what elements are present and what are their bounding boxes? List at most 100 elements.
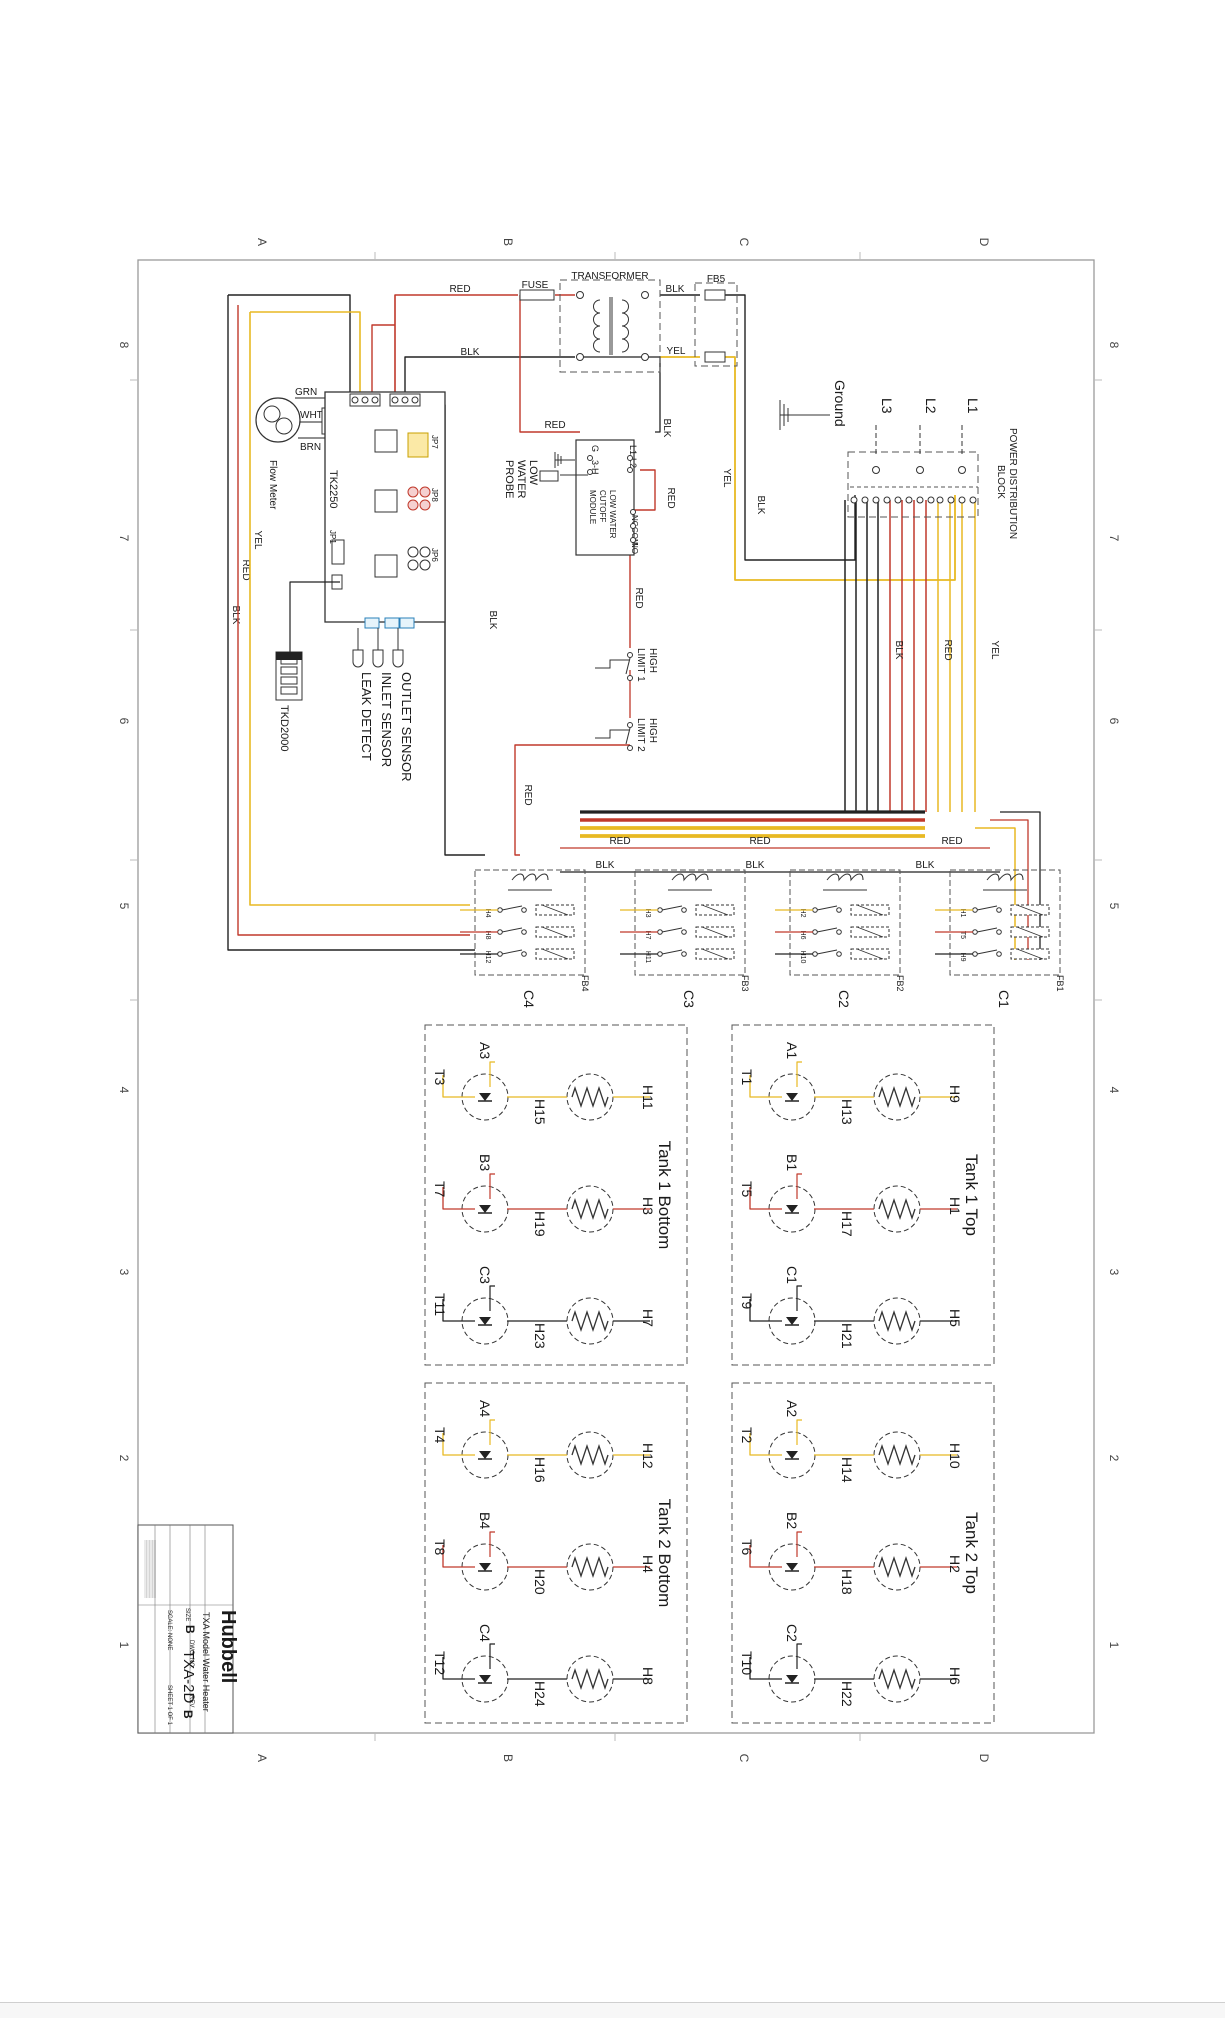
contactor-contact bbox=[501, 905, 523, 911]
wire-tank-gate bbox=[489, 1173, 495, 1199]
controller-terminal bbox=[361, 396, 369, 404]
lwco-terminal bbox=[627, 467, 633, 473]
heater-lead-label: H3 bbox=[640, 1197, 656, 1215]
contactor-terminal bbox=[657, 929, 663, 935]
high-limit-label: HIGH bbox=[647, 718, 658, 743]
wire-tank-in bbox=[442, 1545, 475, 1568]
power-block-terminal bbox=[883, 496, 891, 504]
transformer-terminal bbox=[641, 353, 649, 361]
sheet-label: SHEET 1 OF 1 bbox=[166, 1685, 172, 1726]
heater-element-icon bbox=[571, 1197, 609, 1221]
wire-blk-transformer bbox=[404, 356, 575, 395]
terminal-label: T3 bbox=[432, 1069, 448, 1086]
jumper-jp6-pin bbox=[407, 559, 419, 571]
contactor-terminal bbox=[972, 929, 978, 935]
tank-title: Tank 1 Top bbox=[962, 1154, 981, 1236]
contactor-terminal bbox=[996, 951, 1002, 957]
heater-lead-label: H5 bbox=[947, 1309, 963, 1327]
controller-label: TK2250 bbox=[327, 470, 339, 509]
transformer-coil bbox=[593, 312, 601, 327]
contactor-terminal bbox=[996, 907, 1002, 913]
lwco-terminal bbox=[587, 455, 593, 461]
wire-red-fuse-feed bbox=[394, 294, 518, 395]
heater-lead-label: H17 bbox=[839, 1211, 855, 1237]
lwco-terminal-label: L1 bbox=[628, 445, 638, 455]
contactor-coil bbox=[671, 873, 709, 882]
high-limit-contact bbox=[625, 657, 631, 675]
display-label: TKD2000 bbox=[278, 705, 290, 751]
scr-label: C1 bbox=[784, 1266, 800, 1284]
power-block-terminal bbox=[969, 496, 977, 504]
wire-label-yel: YEL bbox=[667, 346, 686, 357]
dwg-label: DWG. NO. bbox=[188, 1640, 194, 1669]
contactor-contact bbox=[661, 927, 683, 933]
jumper-jp8-pin bbox=[419, 486, 431, 498]
contactor-terminal bbox=[657, 951, 663, 957]
tank-title: Tank 2 Top bbox=[962, 1512, 981, 1594]
power-block-terminal bbox=[916, 496, 924, 504]
ground-label: Ground bbox=[832, 380, 848, 427]
heater-lead-label: H13 bbox=[839, 1099, 855, 1125]
wire-tank-gate bbox=[796, 1061, 802, 1087]
scr-icon bbox=[479, 1093, 491, 1101]
terminal-label: T4 bbox=[432, 1427, 448, 1444]
wire-label-blk: BLK bbox=[230, 606, 241, 625]
wire-label-blk: BLK bbox=[755, 496, 766, 515]
heater-lead-label: H23 bbox=[532, 1323, 548, 1349]
transformer-coil bbox=[593, 338, 601, 353]
wire-label-blk: BLK bbox=[746, 860, 765, 871]
heater-lead-label: H19 bbox=[532, 1211, 548, 1237]
wire-tank-gate bbox=[489, 1419, 495, 1445]
contactor-terminal bbox=[836, 907, 842, 913]
sensor-label: INLET SENSOR bbox=[379, 672, 394, 767]
fuse-icon bbox=[519, 289, 555, 301]
line-label: L1 bbox=[965, 398, 981, 414]
flow-meter-icon bbox=[263, 405, 281, 423]
terminal-label: T5 bbox=[739, 1181, 755, 1198]
wire-red-lwco bbox=[519, 295, 580, 433]
controller-relay bbox=[374, 429, 398, 453]
contactor-terminal bbox=[681, 929, 687, 935]
contactor-terminal bbox=[497, 929, 503, 935]
heater-element-icon bbox=[878, 1085, 916, 1109]
wire-tank-in bbox=[749, 1187, 782, 1210]
heater-element-icon bbox=[571, 1443, 609, 1467]
contactor-terminal-label: H2 bbox=[799, 909, 806, 918]
wire-tank-in bbox=[442, 1075, 475, 1098]
heater-element-icon bbox=[878, 1443, 916, 1467]
lwco-label: MODULE bbox=[588, 490, 597, 524]
contactor-terminal-label: H4 bbox=[484, 909, 491, 918]
scr-label: A1 bbox=[784, 1042, 800, 1059]
wire-tank-gate bbox=[489, 1531, 495, 1557]
high-limit-terminal bbox=[627, 722, 633, 728]
dwg-number: TXA-2D bbox=[180, 1650, 197, 1704]
probe-icon bbox=[539, 470, 559, 482]
lwco-terminal bbox=[630, 537, 636, 543]
heater-lead-label: H20 bbox=[532, 1569, 548, 1595]
zone-number-right: 2 bbox=[1107, 1455, 1121, 1462]
jumper-jp6-pin bbox=[419, 559, 431, 571]
company-logo: Hubbell bbox=[217, 1610, 239, 1683]
contactor-C1 bbox=[949, 869, 1061, 976]
controller-terminal bbox=[351, 396, 359, 404]
jumper-jp6-pin bbox=[419, 546, 431, 558]
lwco-terminal-label: 3-H bbox=[590, 460, 600, 475]
contactor-coil bbox=[511, 873, 549, 882]
display-header bbox=[276, 652, 302, 660]
probe-label: LOW bbox=[527, 460, 539, 486]
wire-label-red: RED bbox=[609, 836, 630, 847]
wire-red-lwco-b bbox=[630, 469, 656, 511]
wire-tank-in bbox=[442, 1187, 475, 1210]
lwco-terminal-label: NO bbox=[630, 542, 639, 554]
wire-display bbox=[289, 581, 340, 652]
contactor-coil bbox=[826, 873, 864, 882]
wire-label-blk: BLK bbox=[916, 860, 935, 871]
heater-element-icon bbox=[878, 1555, 916, 1579]
contactor-terminal-label: H1 bbox=[959, 909, 966, 918]
contactor-contact bbox=[501, 949, 523, 955]
high-limit-switch bbox=[595, 729, 630, 739]
zone-letter-bottom: B bbox=[501, 1754, 515, 1762]
fuse-block-label: FB1 bbox=[1055, 975, 1065, 992]
terminal-label: T12 bbox=[432, 1651, 448, 1675]
power-block-terminal bbox=[958, 496, 966, 504]
